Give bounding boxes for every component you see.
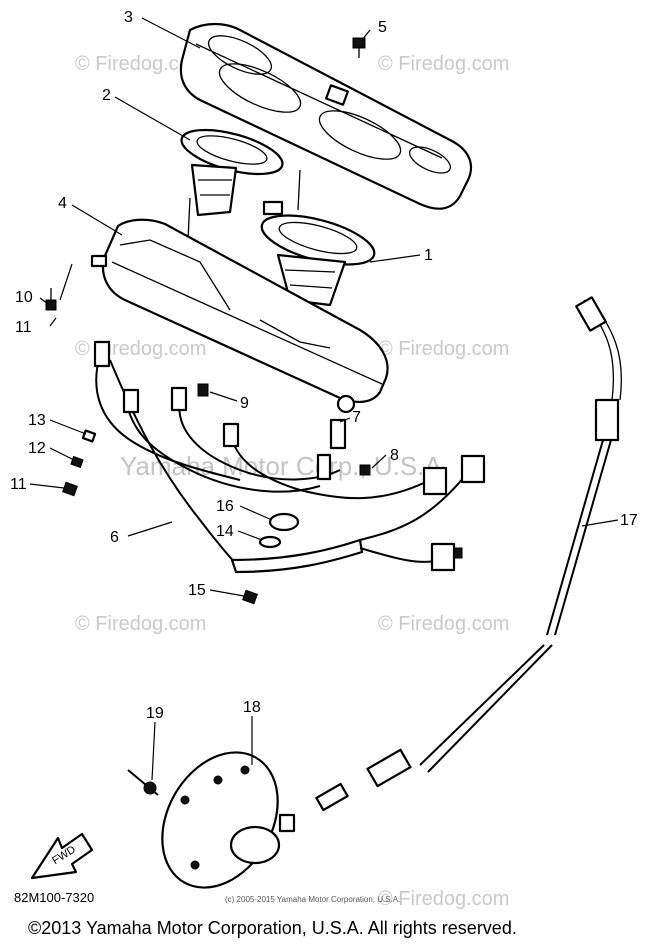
watermark: © Firedog.com bbox=[378, 53, 509, 75]
speedometer-cable bbox=[315, 296, 623, 812]
callout-6: 6 bbox=[110, 529, 119, 546]
fwd-arrow: FWD bbox=[30, 832, 94, 880]
callout-10: 10 bbox=[15, 289, 33, 306]
watermark: © Firedog.com bbox=[378, 338, 509, 360]
small-copyright: (c) 2005-2015 Yamaha Motor Corporation, … bbox=[225, 895, 401, 904]
callout-7: 7 bbox=[352, 409, 361, 426]
small-parts bbox=[62, 429, 300, 605]
callout-9: 9 bbox=[240, 395, 249, 412]
callout-17: 17 bbox=[620, 512, 638, 529]
callout-19: 19 bbox=[146, 705, 164, 722]
clip bbox=[127, 769, 159, 796]
screw bbox=[352, 37, 366, 58]
callout-3: 3 bbox=[124, 9, 133, 26]
drive-gear-plate bbox=[161, 751, 296, 889]
watermark: © Firedog.com bbox=[378, 613, 509, 635]
callout-13: 13 bbox=[28, 412, 46, 429]
callout-11-top: 11 bbox=[15, 319, 32, 336]
bulb-socket bbox=[329, 418, 347, 450]
screw bbox=[45, 288, 57, 311]
leader-lines bbox=[29, 17, 619, 781]
drawing-code: 82M100-7320 bbox=[14, 890, 95, 905]
watermark: © Firedog.com bbox=[378, 888, 509, 910]
callout-8: 8 bbox=[390, 447, 399, 464]
copyright-notice: ©2013 Yamaha Motor Corporation, U.S.A. A… bbox=[28, 918, 517, 938]
callout-15: 15 bbox=[188, 582, 206, 599]
callout-4: 4 bbox=[58, 195, 67, 212]
meter-housing bbox=[90, 218, 389, 414]
callout-18: 18 bbox=[243, 699, 261, 716]
watermark: © Firedog.com bbox=[75, 53, 206, 75]
callout-2: 2 bbox=[102, 87, 111, 104]
callout-12: 12 bbox=[28, 440, 46, 457]
watermark: © Firedog.com bbox=[75, 613, 206, 635]
callout-5: 5 bbox=[378, 19, 387, 36]
gauge-right bbox=[260, 169, 376, 307]
callouts: 3 5 2 4 1 10 11 9 7 8 13 12 11 16 14 6 1… bbox=[10, 9, 638, 722]
callout-11: 11 bbox=[10, 476, 27, 493]
bulb bbox=[197, 383, 209, 397]
gauge-left bbox=[180, 128, 284, 241]
meter-cover bbox=[179, 22, 473, 210]
wire-harness bbox=[93, 340, 486, 574]
screw bbox=[359, 464, 371, 476]
callout-14: 14 bbox=[216, 523, 234, 540]
callout-1: 1 bbox=[424, 247, 433, 264]
watermark: Yamaha Motor Corp., U.S.A. bbox=[120, 451, 449, 481]
callout-16: 16 bbox=[216, 498, 234, 515]
